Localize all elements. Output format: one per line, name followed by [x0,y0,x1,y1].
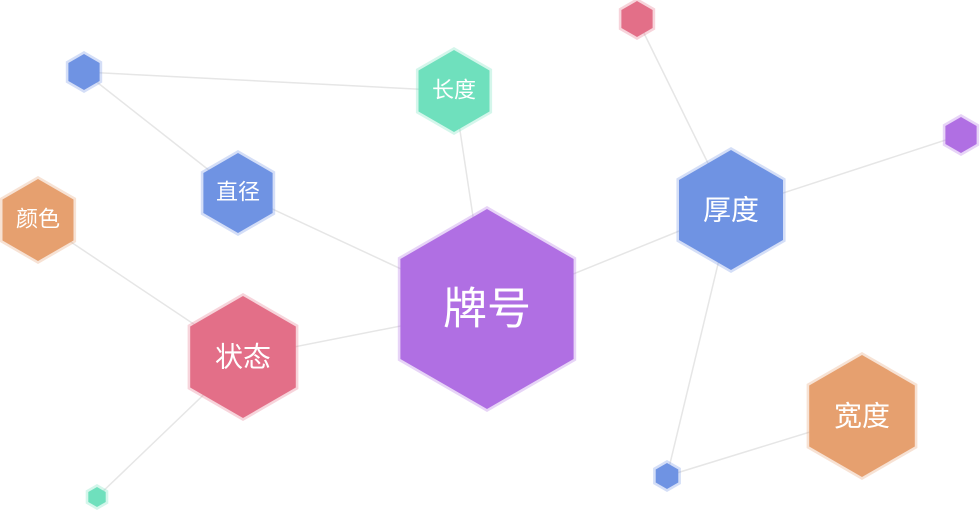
node-label: 状态 [215,341,271,374]
node-hexagon [400,209,574,409]
node-hexagon [88,487,106,507]
node-dot-purple-right[interactable] [942,114,980,156]
node-hexagon [68,54,100,90]
node-zhijing[interactable]: 直径 [200,150,276,236]
node-hexagon [945,117,977,153]
node-hexagon [418,50,490,132]
node-dot-pink-top[interactable] [618,0,656,40]
node-label: 长度 [432,79,476,104]
node-houdu[interactable]: 厚度 [676,147,786,273]
node-label: 颜色 [16,208,60,233]
node-hexagon [2,179,74,261]
node-hexagon [809,355,915,477]
node-label: 宽度 [834,400,890,433]
node-yanse[interactable]: 颜色 [0,176,77,264]
node-label: 牌号 [443,284,531,335]
node-label: 直径 [216,181,260,206]
node-hexagon [655,463,679,489]
node-hexagon [203,153,273,233]
node-dot-blue-topleft[interactable] [65,51,103,93]
node-hexagon [621,1,653,37]
node-dot-blue-bottom[interactable] [653,460,681,492]
node-dot-green-bottom[interactable] [85,484,109,510]
node-kuandu[interactable]: 宽度 [806,352,918,480]
node-zhuangtai[interactable]: 状态 [187,293,299,421]
node-hexagon [679,150,783,270]
edge-dot-blue-topleft-changdu [83,71,455,92]
node-changdu[interactable]: 长度 [415,47,493,135]
node-hexagon [190,296,296,418]
node-paihao[interactable]: 牌号 [397,206,577,412]
node-label: 厚度 [703,194,759,227]
